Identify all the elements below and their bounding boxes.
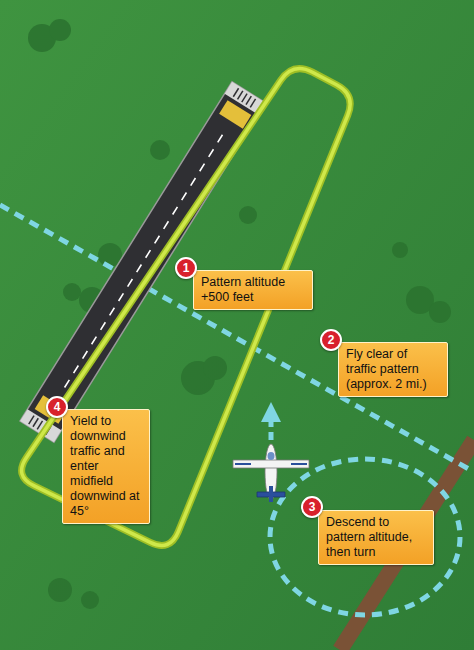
illustration-part (64, 135, 223, 389)
direction-arrow (269, 412, 274, 440)
callout-number: 2 (320, 329, 342, 351)
illustration-part (233, 88, 238, 96)
tree (49, 19, 71, 41)
illustration-part (20, 82, 266, 442)
airplane (233, 444, 309, 502)
illustration-part (37, 421, 42, 429)
callout-box: Yield to downwind traffic and enter midf… (62, 409, 150, 524)
illustration-part (269, 486, 273, 502)
traffic-pattern-highlight (22, 69, 351, 546)
illustration-part (33, 418, 38, 426)
callout-text: Yield to downwind traffic and enter midf… (70, 414, 142, 519)
illustration-part (291, 463, 307, 465)
tree (203, 356, 227, 380)
runway (20, 82, 266, 442)
illustration-part (233, 460, 309, 468)
tree (48, 578, 72, 602)
tree (429, 301, 451, 323)
illustration-part (250, 99, 255, 107)
callout-box: Pattern altitude +500 feet (193, 270, 313, 310)
descending-circle (270, 459, 460, 615)
callout-number-text: 2 (328, 333, 335, 347)
illustration-part (242, 94, 247, 102)
illustration-part (235, 463, 251, 465)
tree (239, 206, 257, 224)
callout-box: Descend to pattern altitude, then turn (318, 510, 434, 565)
tree (392, 242, 408, 258)
callout-text: Pattern altitude +500 feet (201, 275, 305, 305)
illustration-part (238, 91, 243, 99)
callout-number: 3 (301, 496, 323, 518)
callout-text: Descend to pattern altitude, then turn (326, 515, 426, 560)
illustration-part (29, 416, 34, 424)
callout-number-text: 4 (54, 400, 61, 414)
callout-number: 4 (46, 396, 68, 418)
illustration-part (246, 96, 251, 104)
tree (150, 140, 170, 160)
callout-number-text: 3 (309, 500, 316, 514)
callout-number: 1 (175, 257, 197, 279)
callout-text: Fly clear of traffic pattern (approx. 2 … (346, 347, 440, 392)
illustration-part (29, 88, 256, 434)
tree (63, 283, 81, 301)
tree (81, 591, 99, 609)
callout-box: Fly clear of traffic pattern (approx. 2 … (338, 342, 448, 397)
illustration-part (268, 452, 275, 460)
callout-number-text: 1 (183, 261, 190, 275)
traffic-pattern (22, 69, 351, 546)
